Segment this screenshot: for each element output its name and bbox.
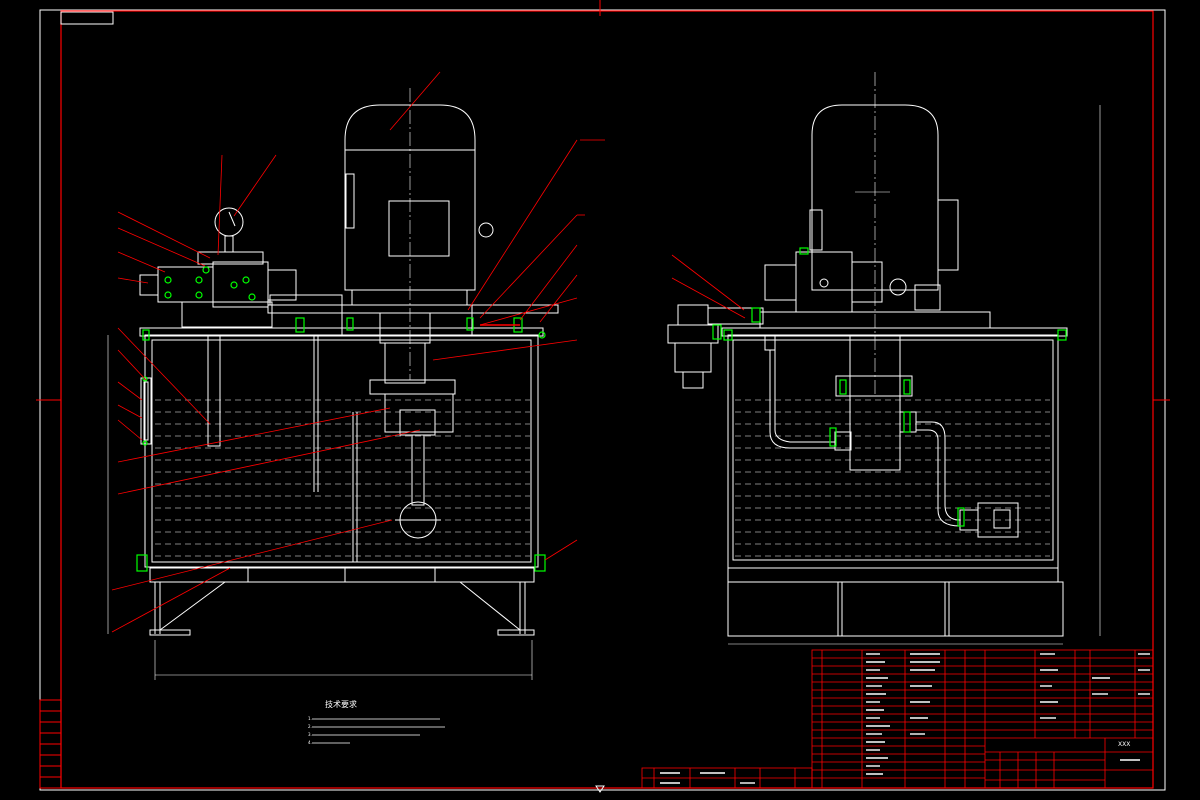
- left-side-table: [39, 699, 62, 789]
- technical-requirements: 技术要求 1. 2. 3. 4.: [308, 699, 445, 745]
- drawing-number: XXX: [1118, 741, 1130, 748]
- tech-req-heading: 技术要求: [325, 699, 357, 709]
- tech-req-item: 1.: [308, 716, 312, 721]
- tech-req-item: 3.: [308, 732, 312, 737]
- tech-req-item: 4.: [308, 740, 312, 745]
- title-block-text-marks: [660, 653, 1150, 784]
- tech-req-item: 2.: [308, 724, 312, 729]
- drawing-frame: [36, 0, 1170, 793]
- front-view: 技术要求 1. 2. 3. 4.: [107, 71, 605, 745]
- front-fluid: [155, 399, 530, 557]
- title-block: [641, 649, 1154, 789]
- side-view: [667, 72, 1101, 645]
